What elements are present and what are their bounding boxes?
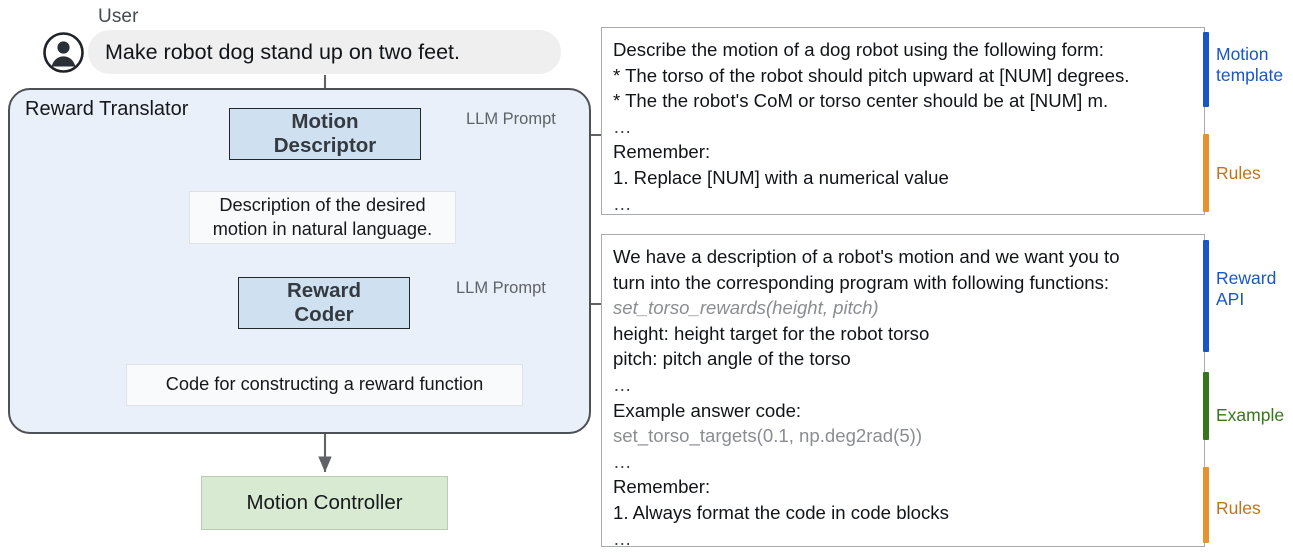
annotation-label-line: Rules bbox=[1216, 498, 1261, 518]
prompt-line: We have a description of a robot's motio… bbox=[613, 246, 1120, 267]
prompt-line: * The torso of the robot should pitch up… bbox=[613, 64, 1130, 86]
annotation-bar-reward-api bbox=[1203, 240, 1209, 352]
llm-prompt-label-2: LLM Prompt bbox=[456, 279, 546, 297]
reward-translator-title: Reward Translator bbox=[25, 98, 189, 120]
user-message-bubble: Make robot dog stand up on two feet. bbox=[88, 30, 561, 74]
motion-description-line2: motion in natural language. bbox=[212, 218, 433, 239]
annotation-label-line: Rules bbox=[1216, 163, 1261, 183]
prompt-line: * The the robot's CoM or torso center sh… bbox=[613, 90, 1109, 112]
motion-controller-label: Motion Controller bbox=[246, 491, 403, 514]
prompt-line: Remember: bbox=[613, 141, 711, 163]
annotation-bar-example bbox=[1203, 372, 1209, 440]
annotation-label-rules-2: Rules bbox=[1216, 498, 1261, 519]
llm-prompt-label-1: LLM Prompt bbox=[466, 110, 556, 128]
motion-template-prompt-panel: Describe the motion of a dog robot using… bbox=[601, 27, 1205, 215]
user-message-text: Make robot dog stand up on two feet. bbox=[105, 39, 460, 64]
prompt-line: Remember: bbox=[613, 476, 711, 498]
annotation-label-line: template bbox=[1216, 65, 1284, 85]
user-avatar-icon bbox=[43, 32, 84, 73]
reward-coder-box: Reward Coder bbox=[238, 277, 410, 329]
prompt-line: Describe the motion of a dog robot using… bbox=[613, 39, 1104, 60]
reward-api-prompt-panel: We have a description of a robot's motio… bbox=[601, 234, 1205, 549]
reward-code-box: Code for constructing a reward function bbox=[126, 364, 523, 406]
user-label: User bbox=[98, 6, 139, 27]
prompt-line: Example answer code: bbox=[613, 399, 802, 421]
motion-descriptor-line1: Motion bbox=[291, 110, 359, 134]
reward-coder-line1: Reward bbox=[286, 279, 362, 303]
prompt-line: … bbox=[613, 192, 633, 214]
motion-controller-box: Motion Controller bbox=[201, 476, 448, 530]
annotation-bar-rules-1 bbox=[1203, 134, 1209, 212]
reward-code-line1: Code for constructing a reward function bbox=[165, 374, 484, 395]
prompt-line: … bbox=[613, 373, 633, 395]
prompt-line: … bbox=[613, 450, 633, 472]
annotation-label-line: Example bbox=[1216, 405, 1285, 425]
prompt-line: height: height target for the robot tors… bbox=[613, 322, 930, 344]
annotation-bar-rules-2 bbox=[1203, 467, 1209, 543]
prompt-line: turn into the corresponding program with… bbox=[613, 271, 1110, 293]
prompt-line: set_torso_targets(0.1, np.deg2rad(5)) bbox=[613, 425, 923, 447]
annotation-bar-motion-template bbox=[1203, 32, 1209, 107]
prompt-line: … bbox=[613, 115, 633, 137]
motion-descriptor-line2: Descriptor bbox=[273, 134, 377, 157]
annotation-label-line: Reward bbox=[1216, 268, 1277, 288]
annotation-label-example: Example bbox=[1216, 405, 1284, 426]
prompt-line: set_torso_rewards(height, pitch) bbox=[613, 297, 879, 319]
prompt-line: 1. Replace [NUM] with a numerical value bbox=[613, 166, 949, 188]
motion-description-box: Description of the desired motion in nat… bbox=[189, 191, 456, 244]
annotation-label-rules-1: Rules bbox=[1216, 163, 1261, 184]
annotation-label-line: Motion bbox=[1216, 44, 1269, 64]
annotation-label-line: API bbox=[1216, 289, 1245, 309]
prompt-line: … bbox=[613, 527, 633, 549]
motion-description-line1: Description of the desired bbox=[219, 194, 426, 215]
prompt-line: pitch: pitch angle of the torso bbox=[613, 348, 851, 370]
prompt-line: 1. Always format the code in code blocks bbox=[613, 501, 949, 523]
motion-descriptor-box: Motion Descriptor bbox=[229, 108, 421, 160]
reward-coder-line2: Coder bbox=[294, 303, 354, 326]
